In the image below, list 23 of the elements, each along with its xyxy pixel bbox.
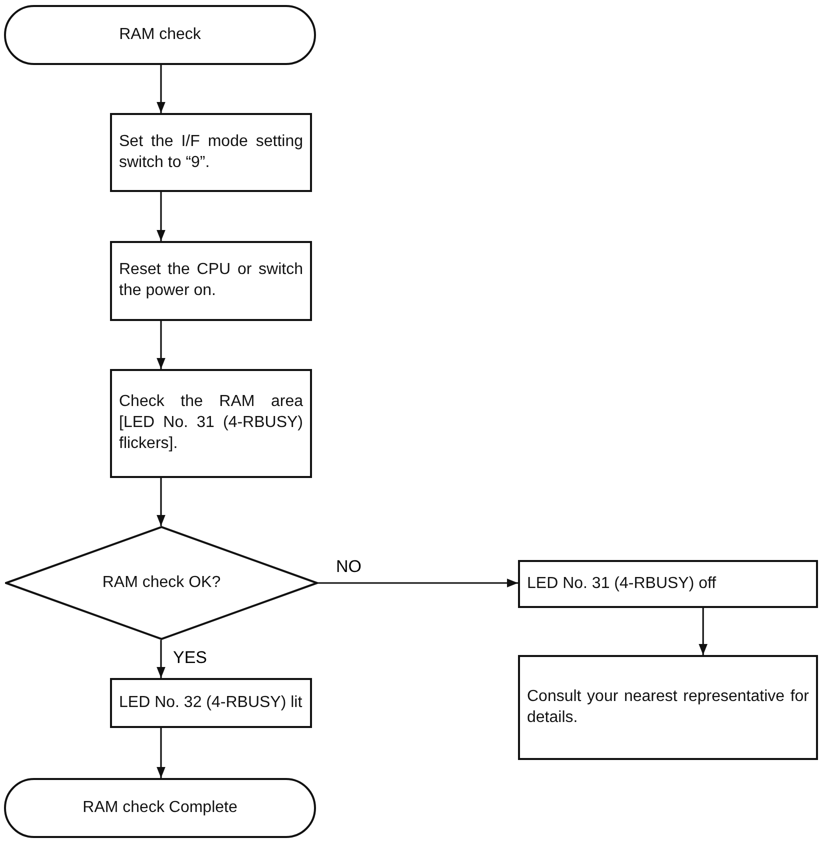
arrow bbox=[156, 192, 166, 241]
node-text: LED No. 32 (4-RBUSY) lit bbox=[119, 692, 303, 713]
node-text: LED No. 31 (4-RBUSY) off bbox=[527, 574, 718, 594]
arrow bbox=[698, 608, 708, 655]
process-box bbox=[518, 560, 818, 608]
process-box bbox=[110, 369, 312, 478]
node-text: RAM check OK? bbox=[102, 572, 221, 593]
arrow bbox=[156, 478, 166, 526]
node-text: Reset the CPU or switch the power on. bbox=[119, 260, 303, 301]
node-text: Set the I/F mode setting switch to “9”. bbox=[119, 132, 303, 172]
node-text: RAM check Complete bbox=[82, 798, 238, 818]
process-box bbox=[518, 655, 818, 760]
node-text: Check the RAM area [LED No. 31 (4-RBUSY) flickers]. bbox=[119, 392, 303, 454]
arrow bbox=[318, 578, 518, 588]
process-box bbox=[110, 241, 312, 321]
arrow bbox=[156, 728, 166, 778]
node-text: Consult your nearest representative for details. bbox=[527, 686, 809, 728]
arrow bbox=[156, 321, 166, 369]
arrow bbox=[156, 65, 166, 113]
node-text: RAM check bbox=[119, 24, 201, 45]
arrow bbox=[156, 640, 166, 678]
process-box bbox=[110, 678, 312, 728]
process-box bbox=[110, 113, 312, 192]
